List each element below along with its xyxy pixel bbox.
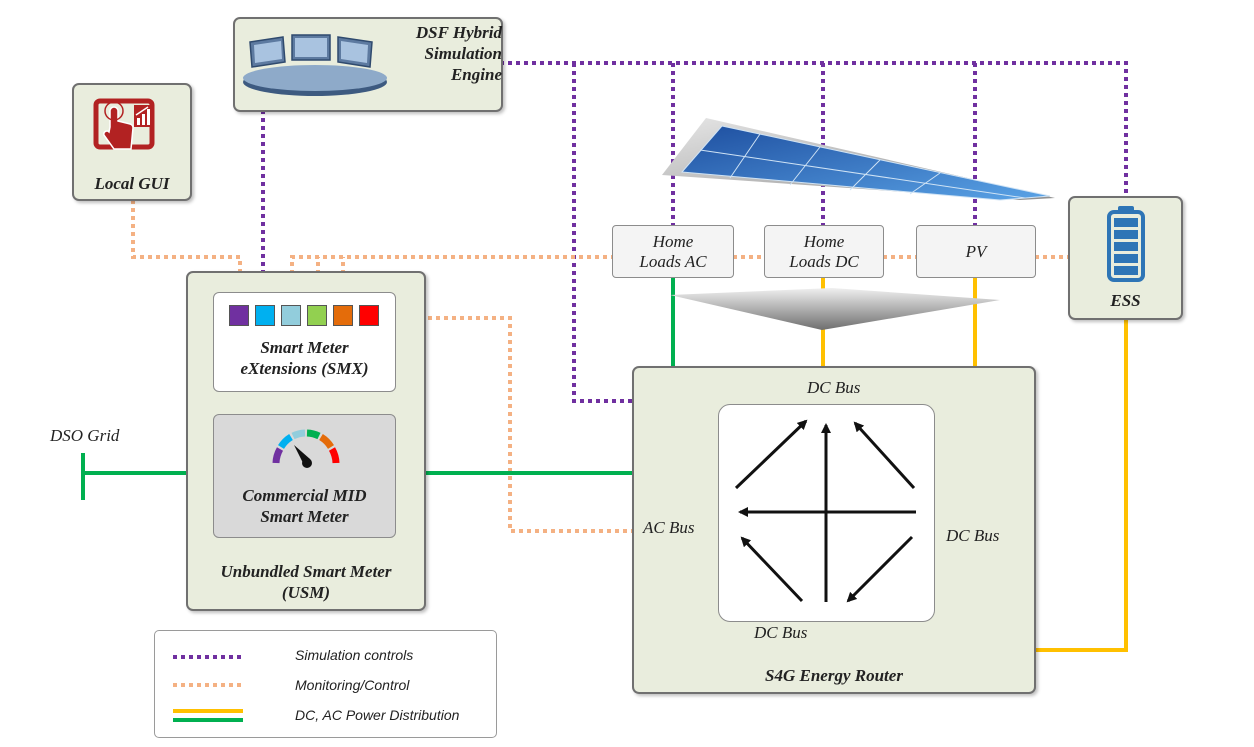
simulation-engine-line3: Engine: [450, 65, 502, 84]
mon-line-router: [380, 316, 633, 533]
legend-swatches: [173, 655, 243, 722]
local-gui-box: Local GUI: [72, 83, 192, 201]
dc-bus-right-label: DC Bus: [946, 526, 1000, 545]
simulation-engine-line1: DSF Hybrid: [415, 23, 502, 42]
local-gui-label: Local GUI: [94, 174, 170, 193]
usm-title-line2: (USM): [281, 583, 331, 602]
smx-port: [359, 305, 379, 326]
ess-box: ESS: [1068, 196, 1183, 320]
pv-label: PV: [965, 241, 987, 261]
legend: Simulation controls Monitoring/Control D…: [154, 630, 497, 738]
legend-label-simulation: Simulation controls: [295, 647, 414, 663]
smx-port: [307, 305, 327, 326]
dc-bus-bottom-label: DC Bus: [754, 623, 808, 642]
home-loads-ac-line2: Loads AC: [639, 251, 707, 271]
usm-title: Unbundled Smart Meter (USM): [188, 561, 424, 603]
ac-bus-label: AC Bus: [643, 518, 695, 537]
smx-box: Smart Meter eXtensions (SMX): [213, 292, 396, 392]
router-core: [718, 404, 935, 622]
simulation-engine-title: DSF Hybrid Simulation Engine: [372, 22, 502, 85]
home-loads-dc-line1: Home: [803, 231, 845, 251]
smx-line2: eXtensions (SMX): [240, 359, 369, 378]
mid-meter-title: Commercial MID Smart Meter: [214, 485, 395, 527]
legend-label-monitoring: Monitoring/Control: [295, 677, 410, 693]
smx-port: [229, 305, 249, 326]
mid-meter-box: Commercial MID Smart Meter: [213, 414, 396, 538]
mid-meter-line1: Commercial MID: [242, 486, 367, 505]
smx-title: Smart Meter eXtensions (SMX): [214, 337, 395, 379]
mid-meter-line2: Smart Meter: [260, 507, 349, 526]
energy-router-title: S4G Energy Router: [765, 666, 903, 685]
home-loads-dc-line2: Loads DC: [789, 251, 859, 271]
dc-bus-top-label: DC Bus: [807, 378, 861, 397]
smx-port: [281, 305, 301, 326]
smx-line1: Smart Meter: [260, 338, 349, 357]
smx-port: [333, 305, 353, 326]
ess-label: ESS: [1110, 291, 1141, 310]
simulation-engine-line2: Simulation: [424, 44, 502, 63]
legend-label-power: DC, AC Power Distribution: [295, 707, 460, 723]
dso-grid-label: DSO Grid: [50, 426, 120, 445]
sim-line-router: [572, 63, 633, 403]
touch-screen-chart-icon: [93, 98, 155, 150]
battery-icon: [1107, 206, 1145, 282]
home-loads-ac-line1: Home: [652, 231, 694, 251]
sim-line-bus: [500, 61, 1128, 196]
smx-port: [255, 305, 275, 326]
pv-node: PV: [916, 225, 1036, 278]
gauge-icon: [272, 429, 340, 468]
usm-title-line1: Unbundled Smart Meter: [220, 562, 392, 581]
